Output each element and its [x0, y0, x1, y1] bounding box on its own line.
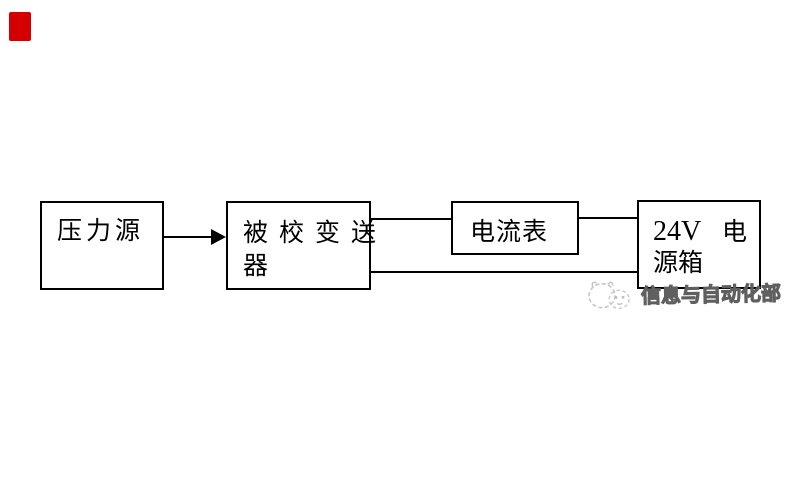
connector-transmitter-power-return — [371, 271, 637, 273]
box-power-supply-label-line2: 源箱 — [653, 250, 704, 277]
box-power-supply-label-line1: 24V 电 — [653, 216, 747, 248]
arrow-head-icon — [211, 229, 226, 245]
power-label-char: 电 — [721, 219, 747, 246]
box-ammeter: 电流表 — [451, 201, 579, 255]
box-transmitter-label-line1: 被校变送 — [243, 220, 388, 247]
box-pressure-source: 压力源 — [40, 201, 164, 290]
box-transmitter: 被校变送 器 — [226, 201, 388, 290]
red-square-marker — [9, 12, 31, 41]
connector-transmitter-ammeter — [371, 218, 451, 220]
connector-ammeter-power — [579, 217, 637, 219]
box-pressure-source-label: 压力源 — [57, 218, 145, 245]
power-voltage-label: 24V — [653, 216, 702, 247]
box-transmitter-label-line2: 器 — [243, 253, 269, 280]
arrow-connector-shaft — [163, 236, 213, 238]
box-ammeter-label: 电流表 — [470, 219, 549, 246]
box-power-supply: 24V 电 源箱 — [637, 200, 761, 289]
sketch-doodle-icon — [588, 281, 630, 310]
